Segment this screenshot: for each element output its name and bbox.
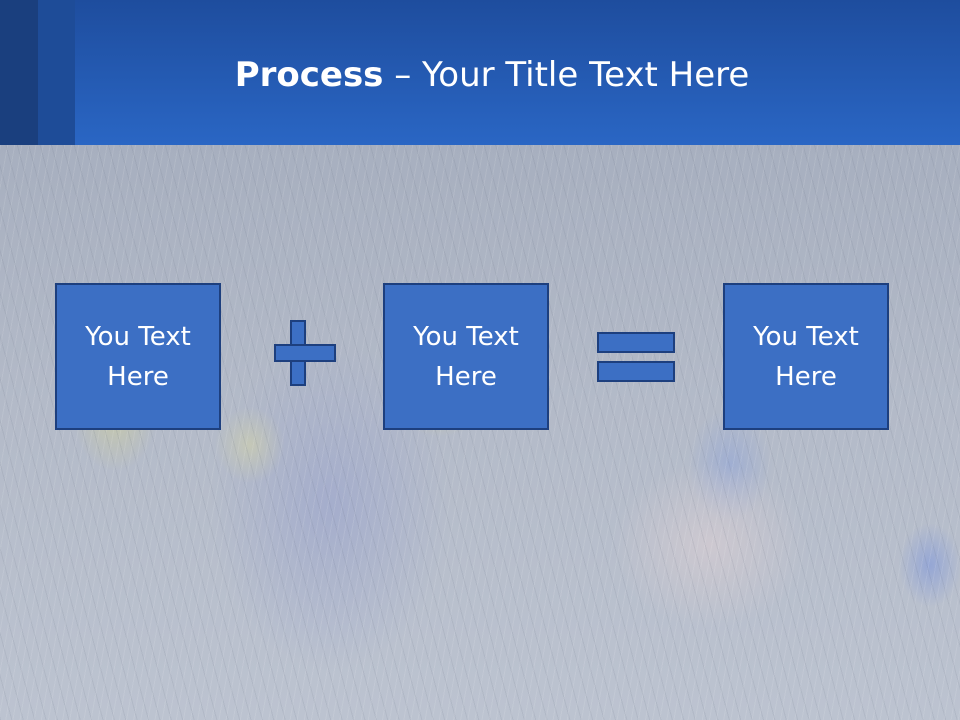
- process-box-1[interactable]: You Text Here: [55, 283, 221, 430]
- slide-title: Process – Your Title Text Here: [0, 54, 960, 96]
- title-text: – Your Title Text Here: [383, 55, 750, 95]
- process-box-label: You Text Here: [85, 321, 191, 392]
- plus-icon-horizontal: [274, 344, 336, 362]
- equals-icon-top-bar: [597, 332, 675, 353]
- process-box-label: You Text Here: [753, 321, 859, 392]
- title-bold: Process: [234, 55, 384, 95]
- process-box-3[interactable]: You Text Here: [723, 283, 889, 430]
- equals-icon-bottom-bar: [597, 361, 675, 382]
- background-photo: [0, 145, 960, 720]
- header-accent-stripe: [38, 0, 75, 145]
- process-box-2[interactable]: You Text Here: [383, 283, 549, 430]
- header-accent-stripe: [0, 0, 38, 145]
- process-box-label: You Text Here: [413, 321, 519, 392]
- title-bar: Process – Your Title Text Here: [0, 0, 960, 145]
- plus-icon-center: [292, 346, 304, 360]
- grass-texture: [0, 145, 960, 720]
